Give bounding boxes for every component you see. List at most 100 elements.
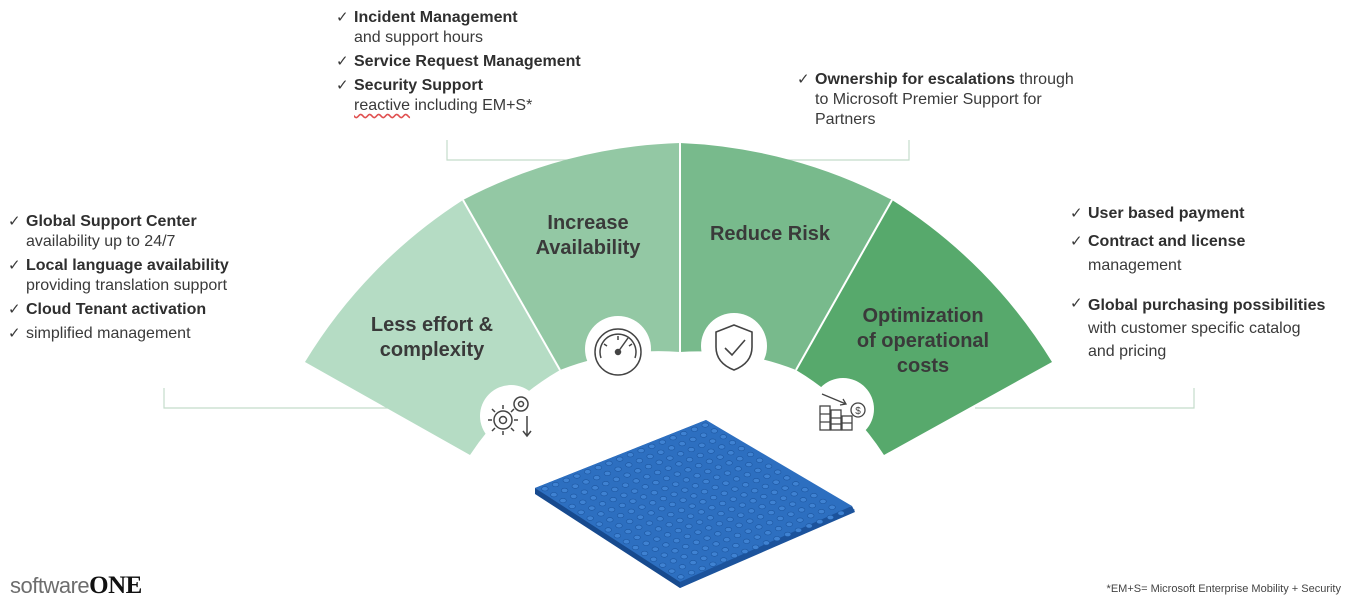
baseplate-stud	[683, 533, 691, 539]
baseplate-stud	[699, 499, 707, 505]
baseplate-stud	[738, 502, 747, 508]
baseplate-stud	[722, 480, 730, 486]
softwareone-logo: softwareONE	[10, 572, 142, 600]
baseplate-stud	[668, 568, 676, 574]
baseplate-stud	[747, 508, 756, 514]
baseplate-stud	[718, 500, 727, 506]
check-icon: ✓	[336, 53, 349, 70]
baseplate-stud	[616, 513, 625, 519]
baseplate-stud	[767, 510, 775, 516]
baseplate-stud	[577, 509, 585, 515]
baseplate-stud	[816, 519, 824, 525]
baseplate-stud	[653, 536, 661, 542]
baseplate-stud	[640, 550, 649, 556]
baseplate-stud	[624, 529, 632, 535]
baseplate-stud	[719, 557, 728, 563]
baseplate-stud	[651, 546, 659, 552]
baseplate-stud	[626, 452, 635, 458]
baseplate-stud	[695, 519, 704, 525]
baseplate-stud	[660, 552, 668, 558]
baseplate-stud	[737, 512, 745, 518]
list-item: ✓ User based payment	[1070, 204, 1355, 224]
baseplate-stud	[700, 555, 708, 561]
baseplate-stud	[723, 537, 731, 543]
segment-label-optimization: Optimization of operational costs	[838, 304, 1008, 379]
item-title: Ownership for escalations	[815, 71, 1016, 88]
baseplate-stud	[724, 527, 733, 533]
svg-text:$: $	[855, 406, 861, 417]
baseplate-stud	[731, 486, 739, 492]
baseplate-stud	[741, 482, 750, 488]
baseplate-stud	[732, 476, 741, 482]
baseplate-stud	[665, 522, 673, 528]
baseplate-stud	[659, 562, 667, 568]
baseplate-stud	[730, 553, 738, 559]
baseplate-stud	[645, 520, 654, 526]
baseplate-stud	[805, 523, 813, 529]
bracket-left	[163, 388, 390, 409]
baseplate-stud	[702, 479, 710, 485]
baseplate-stud	[681, 487, 689, 493]
item-title: Global Support Center	[26, 213, 197, 230]
segment-label-less-effort: Less effort & complexity	[352, 313, 512, 363]
baseplate-stud	[650, 490, 658, 496]
baseplate-stud	[647, 510, 655, 516]
baseplate-stud	[541, 486, 549, 492]
item-detail: to Microsoft Premier Support for	[815, 91, 1042, 108]
baseplate-stud	[733, 532, 742, 538]
baseplate-stud	[661, 485, 669, 491]
check-icon: ✓	[8, 257, 21, 274]
check-icon: ✓	[336, 9, 349, 26]
baseplate-stud	[826, 514, 835, 520]
check-icon: ✓	[1070, 295, 1083, 312]
check-icon: ✓	[797, 71, 810, 88]
baseplate-stud	[755, 524, 763, 530]
baseplate-stud	[698, 565, 706, 571]
baseplate-stud	[712, 541, 720, 547]
baseplate-stud	[779, 495, 788, 501]
baseplate-stud	[755, 457, 764, 463]
spellcheck-word: reactive	[354, 97, 411, 114]
baseplate-stud	[684, 467, 692, 473]
baseplate-stud	[626, 518, 634, 524]
baseplate-stud	[682, 477, 691, 483]
baseplate-stud	[604, 527, 612, 533]
baseplate-stud	[704, 468, 712, 474]
baseplate-stud	[687, 570, 696, 576]
baseplate-stud	[588, 505, 596, 511]
bracket-right	[975, 388, 1195, 409]
baseplate-stud	[714, 531, 722, 537]
baseplate-stud	[606, 517, 614, 523]
baseplate-stud	[642, 540, 650, 546]
baseplate-stud	[690, 493, 698, 499]
baseplate-stud	[720, 490, 728, 496]
baseplate-stud	[671, 548, 679, 554]
baseplate-stud	[680, 431, 688, 437]
list-item: ✓ Service Request Management	[336, 52, 636, 72]
baseplate-stud	[560, 487, 569, 493]
segment-label-line: Less effort &	[370, 314, 494, 336]
baseplate-stud	[597, 511, 605, 517]
baseplate-stud	[602, 481, 610, 487]
baseplate-stud	[783, 475, 791, 481]
baseplate-stud	[690, 426, 699, 432]
baseplate-stud	[796, 517, 804, 523]
baseplate-stud	[655, 459, 663, 465]
baseplate-stud	[708, 438, 717, 444]
baseplate-stud	[656, 516, 664, 522]
baseplate-stud	[773, 536, 781, 542]
baseplate-stud	[710, 428, 718, 434]
baseplate-stud	[663, 532, 672, 538]
baseplate-stud	[646, 453, 654, 459]
baseplate-stud	[817, 509, 826, 515]
baseplate-stud	[614, 466, 622, 472]
baseplate-stud	[763, 473, 771, 479]
segment-label-reduce-risk: Reduce Risk	[690, 222, 850, 247]
baseplate-stud	[764, 463, 773, 469]
baseplate-stud	[620, 492, 628, 498]
logo-prefix: software	[10, 573, 90, 598]
baseplate-stud	[728, 506, 736, 512]
segment-label-line: Increase	[547, 212, 629, 234]
